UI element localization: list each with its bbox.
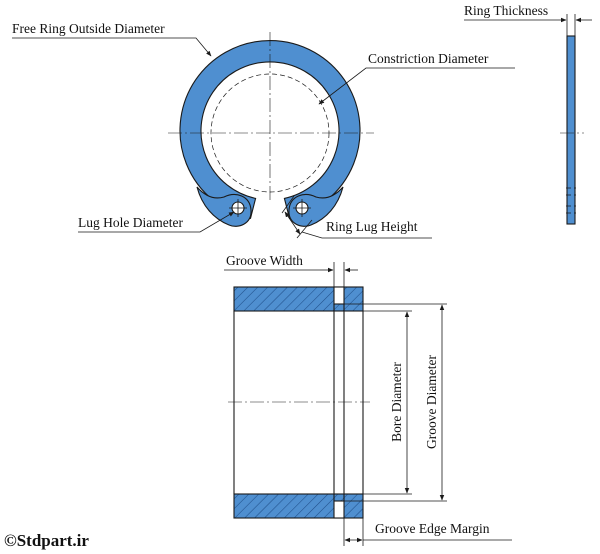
groove-bottom <box>333 500 345 519</box>
label-lug-hole-diameter: Lug Hole Diameter <box>78 215 183 230</box>
leader-lug-hole-diameter <box>78 211 235 233</box>
label-groove-width: Groove Width <box>226 253 303 268</box>
label-constriction-diameter: Constriction Diameter <box>368 51 489 66</box>
ring-lug-left <box>196 186 252 227</box>
ext-lug-height-1 <box>296 219 313 239</box>
groove-top <box>333 286 345 305</box>
leader-ring-lug-height <box>301 231 432 239</box>
ring-lug-right <box>288 186 344 227</box>
ring-side-view: Ring Thickness <box>464 3 592 225</box>
label-ring-lug-height: Ring Lug Height <box>326 219 418 234</box>
bore-section-view: Groove Width Groove Edge Margin Bore Dia… <box>224 253 512 546</box>
label-bore-diameter: Bore Diameter <box>389 362 404 442</box>
watermark-text: ©Stdpart.ir <box>4 531 89 550</box>
ext-lug-height-2 <box>281 195 295 214</box>
leader-free-ring-outside-diameter <box>12 37 212 57</box>
label-groove-diameter: Groove Diameter <box>424 354 439 449</box>
ring-side-profile <box>566 35 576 225</box>
dim-ring-lug-height <box>284 211 301 235</box>
label-ring-thickness: Ring Thickness <box>464 3 548 18</box>
label-free-ring-outside-diameter: Free Ring Outside Diameter <box>12 21 165 36</box>
label-groove-edge-margin: Groove Edge Margin <box>375 521 490 536</box>
ring-front-view: Free Ring Outside Diameter Constriction … <box>12 21 515 239</box>
leader-constriction-diameter <box>318 67 515 105</box>
